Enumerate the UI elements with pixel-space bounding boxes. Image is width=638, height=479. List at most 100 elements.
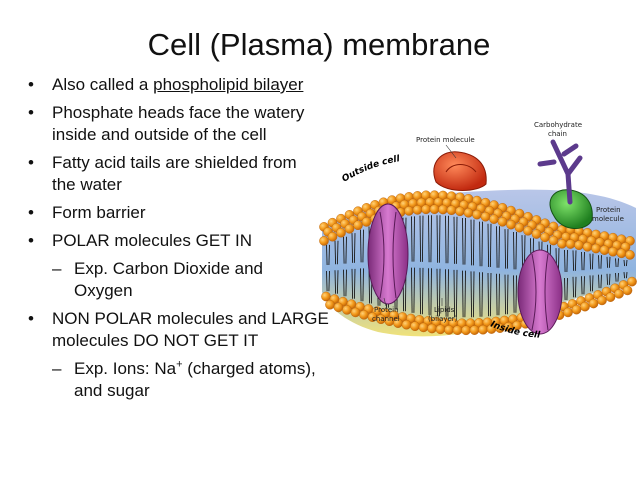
fatty-acid-tail (360, 268, 362, 302)
phospholipid-head (565, 239, 576, 249)
bullet-text: POLAR molecules GET IN (52, 231, 252, 250)
bullet-list: Also called a phospholipid bilayer Phosp… (28, 74, 358, 408)
fatty-acid-tail (438, 215, 441, 263)
dash-marker: – (52, 259, 62, 278)
fatty-acid-tail (504, 229, 507, 269)
fatty-acid-tail (487, 272, 490, 317)
label-protein-molecule: Protein molecule (416, 136, 475, 144)
phospholipid-head (410, 321, 420, 331)
fatty-acid-tail (462, 217, 464, 265)
fatty-acid-tail (430, 268, 432, 316)
fatty-acid-tail (600, 274, 602, 289)
fatty-acid-tail (591, 253, 594, 270)
fatty-acid-tail (334, 270, 337, 294)
phospholipid-head (531, 229, 542, 239)
fatty-acid-tail (481, 272, 483, 317)
phospholipid-head (557, 239, 567, 249)
protein-molecule-red (433, 151, 487, 191)
fatty-acid-tail (566, 249, 568, 273)
phospholipid-head (418, 322, 429, 333)
fatty-acid-tail (583, 251, 585, 271)
fatty-acid-tail (362, 229, 364, 263)
bullet-item: Also called a phospholipid bilayer (28, 74, 358, 96)
sub-bullet-text: and sugar (74, 381, 150, 400)
fatty-acid-tail (566, 277, 568, 301)
label-carbohydrate: Carbohydrate (534, 121, 582, 129)
phospholipid-head (563, 307, 573, 318)
label-lipids: Lipids (434, 306, 455, 314)
fatty-acid-tail (564, 277, 566, 301)
phospholipid-head (427, 323, 437, 334)
phospholipid-head (614, 288, 624, 299)
fatty-acid-tail (462, 270, 464, 318)
label-protein-channel: Protein (374, 306, 399, 314)
protein-channel-left (367, 203, 409, 305)
phospholipid-head (344, 224, 355, 234)
fatty-acid-tail (430, 215, 432, 263)
phospholipid-head (412, 205, 423, 215)
bullet-text: Fatty acid tails are shielded from (52, 153, 297, 172)
phospholipid-head (480, 211, 491, 222)
fatty-acid-tail (506, 274, 509, 315)
bullet-text: Phosphate heads face the watery (52, 103, 305, 122)
bullet-text: molecules DO NOT GET IT (52, 331, 259, 350)
bullet-text: the water (52, 175, 122, 194)
fatty-acid-tail (572, 276, 575, 298)
fatty-acid-tail (515, 231, 517, 270)
phospholipid-head (421, 204, 431, 215)
fatty-acid-tail (481, 221, 483, 267)
phospholipid-head (350, 307, 361, 318)
label-outside-cell: Outside cell (340, 154, 401, 184)
phospholipid-head (571, 304, 582, 315)
fatty-acid-tail (615, 272, 617, 282)
phospholipid-head (574, 240, 584, 250)
fatty-acid-tail (411, 216, 413, 262)
fatty-acid-tail (472, 271, 475, 318)
phospholipid-head (472, 209, 482, 220)
fatty-acid-tail (428, 215, 430, 263)
fatty-acid-tail (487, 223, 490, 268)
fatty-acid-tail (521, 235, 524, 271)
phospholipid-head (622, 285, 633, 296)
phospholipid-head (353, 220, 363, 230)
fatty-acid-tail (351, 233, 354, 263)
fatty-acid-tail (589, 275, 592, 292)
fatty-acid-tail (455, 216, 458, 264)
phospholipid-head (446, 205, 457, 215)
fatty-acid-tail (572, 250, 575, 271)
phospholipid-head (342, 305, 352, 315)
carbohydrate-chain (537, 139, 583, 205)
fatty-acid-tail (419, 267, 422, 315)
phospholipid-head (444, 325, 454, 335)
phospholipid-head (401, 319, 412, 330)
fatty-acid-tail (345, 269, 347, 297)
phospholipid-head (361, 217, 372, 227)
label-chain: chain (548, 130, 567, 138)
bullet-text: Form barrier (52, 203, 146, 222)
fatty-acid-tail (513, 275, 515, 313)
phospholipid-head (597, 295, 607, 306)
phospholipid-head (506, 219, 516, 230)
fatty-acid-tail (428, 268, 430, 316)
fatty-acid-tail (447, 215, 449, 264)
phospholipid-head (625, 250, 635, 260)
fatty-acid-tail (362, 268, 364, 302)
fatty-acid-tail (421, 267, 424, 315)
fatty-acid-tail (453, 269, 456, 318)
bullet-text: Also called a (52, 75, 154, 94)
fatty-acid-tail (419, 215, 422, 262)
fatty-acid-tail (360, 229, 362, 263)
fatty-acid-tail (445, 215, 447, 264)
fatty-acid-tail (591, 275, 594, 292)
phospholipid-head (588, 298, 599, 309)
sub-bullet-item: – Exp. Ions: Na+ (charged atoms), and su… (28, 358, 358, 402)
fatty-acid-tail (351, 268, 354, 299)
fatty-acid-tail (515, 275, 517, 313)
phospholipid-head (540, 232, 550, 243)
phospholipid-head (608, 246, 618, 257)
phospholipid-term: phospholipid bilayer (153, 75, 304, 94)
fatty-acid-tail (343, 236, 345, 264)
fatty-acid-tail (606, 256, 609, 268)
phospholipid-head (429, 204, 440, 214)
fatty-acid-tail (564, 249, 566, 273)
